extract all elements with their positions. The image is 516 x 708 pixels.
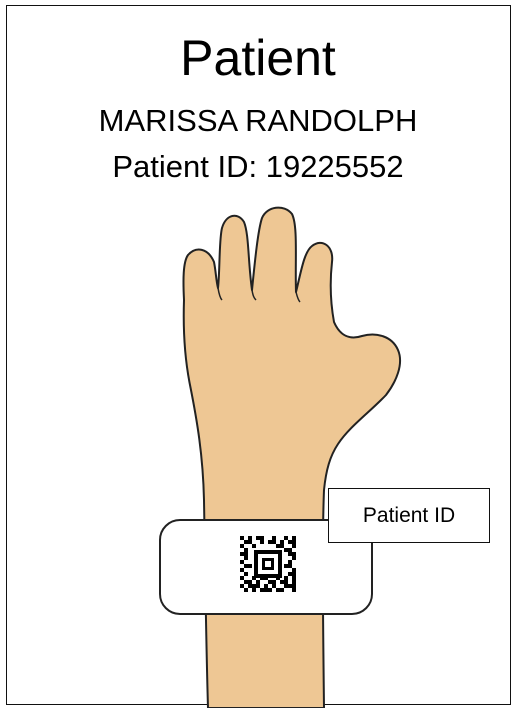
patient-id-callout: Patient ID [328,488,490,543]
raised-hand-icon [183,208,400,708]
